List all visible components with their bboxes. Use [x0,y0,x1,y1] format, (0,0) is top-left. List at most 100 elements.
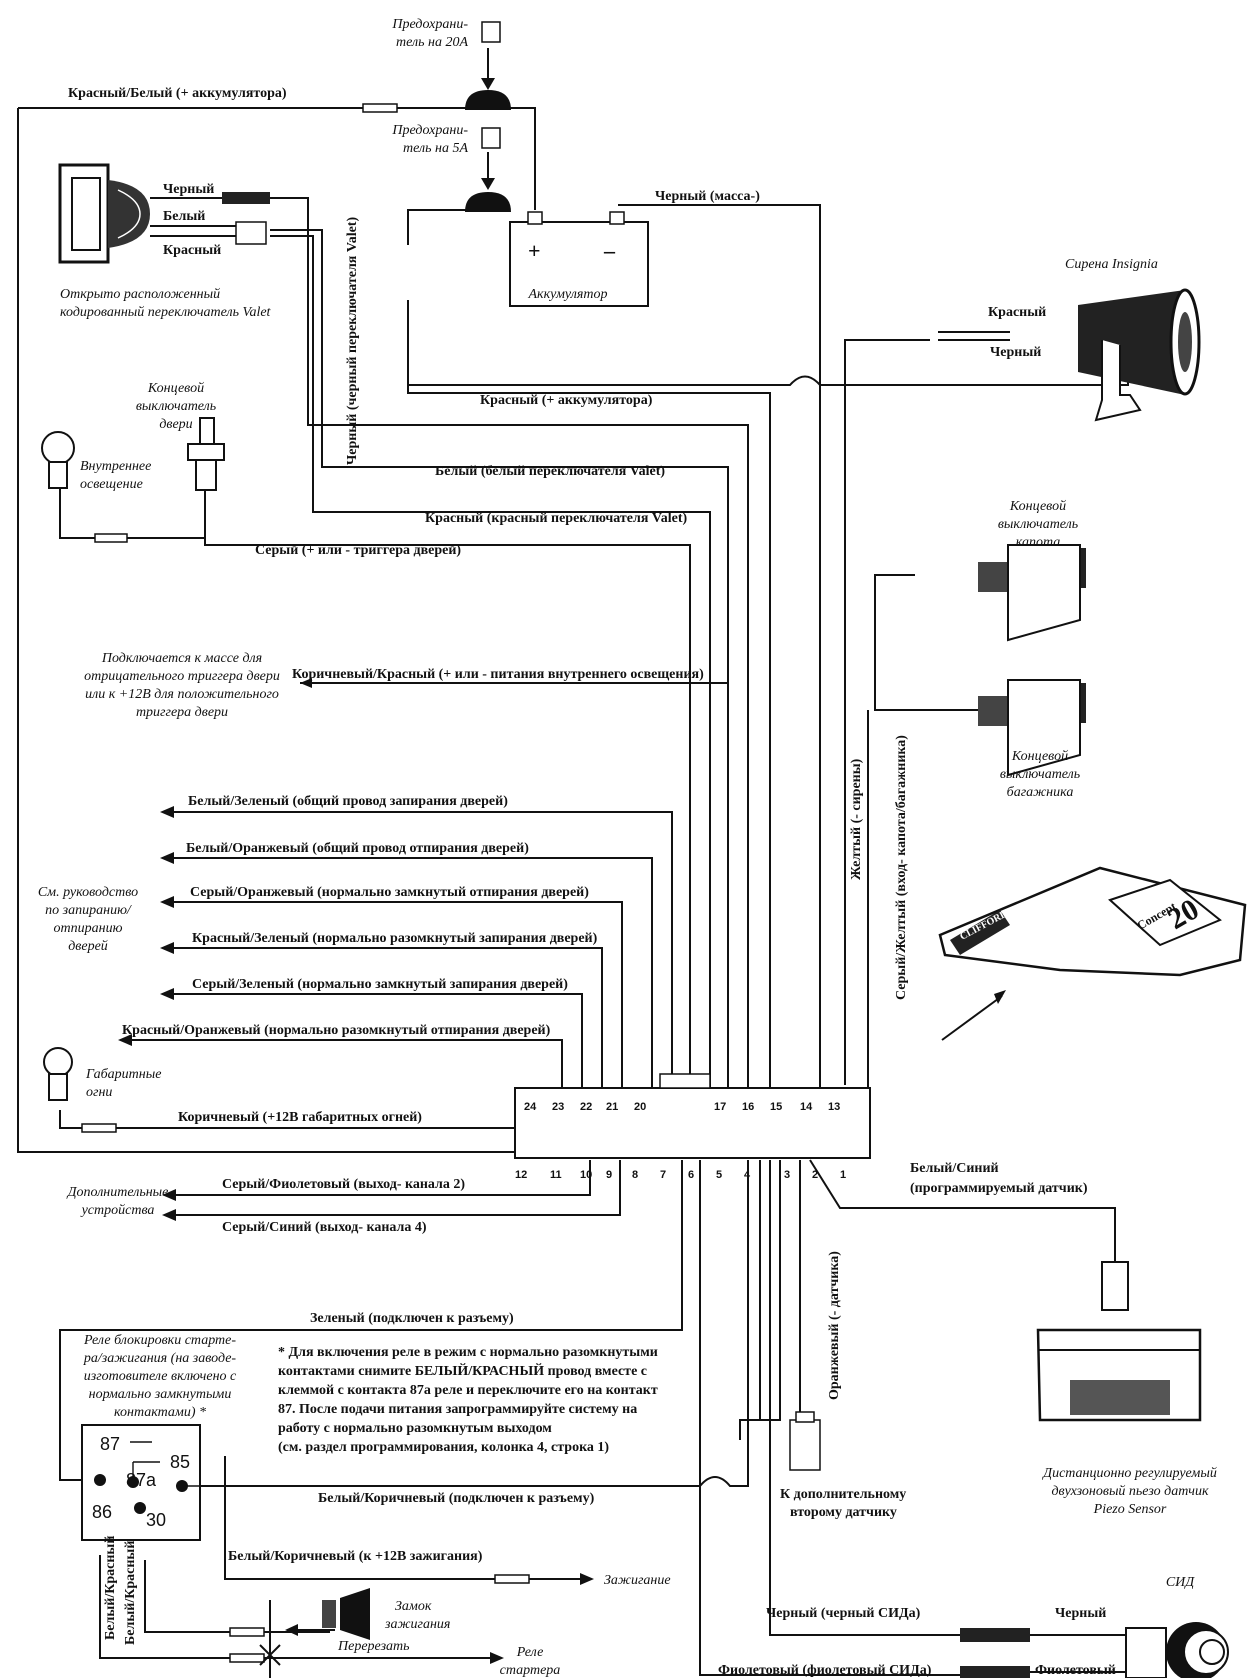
siren-caption: Сирена Insignia [1065,257,1158,272]
relay-note-3: клеммой с контакта 87а реле и переключит… [278,1383,658,1398]
wire-white-blue-label-1: Белый/Синий [910,1161,999,1176]
fuse-5a: Предохрани- тель на 5А [391,123,511,212]
parking-lamp [43,1047,73,1101]
relay-note-6: (см. раздел программирования, колонка 4,… [278,1440,609,1455]
pin-24: 24 [524,1101,537,1113]
relay-caption-3: изготовителе включено с [84,1369,237,1384]
led-violet-label: Фиолетовый [1035,1663,1116,1678]
relay-note: * Для включения реле в режим с нормально… [278,1345,658,1455]
relay-note-1: * Для включения реле в режим с нормально… [278,1345,658,1360]
pin-22: 22 [580,1101,592,1113]
wires [17,103,1130,1678]
hood-switch: Концевой выключатель капота [978,499,1086,642]
fuse-20a: Предохрани- тель на 20А [391,17,511,110]
hood-caption-1: Концевой [1009,499,1066,514]
wire-orange-sensor-label: Оранжевый (- датчика) [827,1251,842,1400]
wire-black-led-label: Черный (черный СИДа) [766,1606,921,1621]
lock-note-3: отпиранию [54,921,123,936]
wire-white-brown-ignition-label: Белый/Коричневый (к +12В зажигания) [228,1549,483,1564]
relay-caption-2: ра/зажигания (на заводе- [83,1351,237,1366]
wire-brown-parking-label: Коричневый (+12В габаритных огней) [178,1110,422,1125]
pin-21: 21 [606,1101,618,1113]
door-switch-caption-3: двери [159,417,192,432]
valet-wire-red: Красный [163,243,221,258]
piezo-caption-1: Дистанционно регулируемый [1041,1466,1217,1481]
wire-yellow-siren-label: Желтый (- сирены) [849,758,864,880]
wire-red-green-label: Красный/Зеленый (нормально разомкнутый з… [192,931,598,946]
starter-relay-2: стартера [500,1663,561,1678]
accessories-2: устройства [80,1203,155,1218]
door-switch-caption-2: выключатель [136,399,216,414]
valet-caption-1: Открыто расположенный [60,287,220,302]
wire-white-brown-connector-label: Белый/Коричневый (подключен к разъему) [318,1491,595,1506]
wire-brown-red-label: Коричневый/Красный (+ или - питания внут… [292,667,704,682]
interior-lamp: Внутреннее освещение [41,431,151,492]
lock-note-1: См. руководство [38,885,138,900]
pin-23: 23 [552,1101,564,1113]
relay-note-4: 87. После подачи питания запрограммируйт… [278,1402,637,1417]
pin-14: 14 [800,1101,813,1113]
valet-switch: Черный Белый Красный Открыто расположенн… [58,163,272,320]
led-black-label: Черный [1055,1606,1106,1621]
pin-1: 1 [840,1169,846,1181]
trunk-switch: Концевой выключатель багажника [978,679,1086,800]
wire-white-green-label: Белый/Зеленый (общий провод запирания дв… [188,794,508,809]
wire-red-white-label: Красный/Белый (+ аккумулятора) [68,86,287,101]
battery-plus: + [528,238,541,263]
trunk-caption-3: багажника [1007,785,1074,800]
led-caption: СИД [1166,1575,1195,1590]
main-connector: 24 23 22 21 20 17 16 15 14 13 12 11 10 9… [514,1073,871,1181]
wire-white-valet-label: Белый (белый переключателя Valet) [435,464,665,479]
pin-9: 9 [606,1169,612,1181]
pin-6: 6 [688,1169,694,1181]
battery: + – Аккумулятор [509,211,649,307]
wire-green-label: Зеленый (подключен к разъему) [310,1311,514,1326]
door-switch: Концевой выключатель двери [136,381,225,491]
wire-black-ground-label: Черный (масса-) [655,189,760,204]
second-sensor-1: К дополнительному [780,1487,906,1502]
pin-2: 2 [812,1169,818,1181]
control-module: Concept 20 CLIFFORD [938,866,1247,977]
door-trigger-note-4: триггера двери [136,705,228,720]
pin-15: 15 [770,1101,782,1113]
wire-violet-led-label: Фиолетовый (фиолетовый СИДа) [718,1663,932,1678]
ignition-label: Зажигание [604,1573,671,1588]
relay-pin-87a: 87а [126,1470,157,1490]
wire-white-orange-label: Белый/Оранжевый (общий провод отпирания … [186,841,529,856]
ignition-lock [259,1588,370,1666]
hood-caption-3: капота [1016,535,1060,550]
lock-note-4: дверей [68,939,108,954]
pin-8: 8 [632,1169,638,1181]
relay-caption-1: Реле блокировки старте- [83,1333,236,1348]
wire-gray-violet-label: Серый/Фиолетовый (выход- канала 2) [222,1177,465,1192]
valet-wire-white: Белый [163,209,205,224]
pin-7: 7 [660,1169,666,1181]
second-sensor-2: второму датчику [790,1505,897,1520]
relay-pin-86: 86 [92,1502,112,1522]
fuse-20a-label-2: тель на 20А [396,35,468,50]
relay-caption-5: контактами) * [114,1405,206,1420]
starter-relay-1: Реле [516,1645,544,1660]
door-trigger-note-3: или к +12В для положительного [85,687,279,702]
valet-wire-black: Черный [163,182,214,197]
wire-gray-door-label: Серый (+ или - триггера дверей) [255,543,461,558]
parking-lights-2: огни [86,1085,112,1100]
valet-caption-2: кодированный переключатель Valet [60,305,272,320]
trunk-caption-2: выключатель [1000,767,1080,782]
wire-red-orange-label: Красный/Оранжевый (нормально разомкнутый… [122,1023,551,1038]
pin-16: 16 [742,1101,754,1113]
ignition-lock-1: Замок [395,1599,432,1614]
hood-caption-2: выключатель [998,517,1078,532]
fuse-5a-label-1: Предохрани- [391,123,468,138]
trunk-caption-1: Концевой [1011,749,1068,764]
relay-pin-85: 85 [170,1452,190,1472]
siren: Сирена Insignia Красный Черный [988,257,1201,422]
relay-note-2: контактами снимите БЕЛЫЙ/КРАСНЫЙ провод … [278,1362,647,1379]
relay-caption: Реле блокировки старте- ра/зажигания (на… [83,1333,237,1420]
ignition-lock-2: зажигания [384,1617,450,1632]
pin-3: 3 [784,1169,790,1181]
wire-gray-yellow-label: Серый/Желтый (вход- капота/багажника) [894,735,909,1000]
wire-gray-green-label: Серый/Зеленый (нормально замкнутый запир… [192,977,568,992]
relay-pin-87: 87 [100,1434,120,1454]
